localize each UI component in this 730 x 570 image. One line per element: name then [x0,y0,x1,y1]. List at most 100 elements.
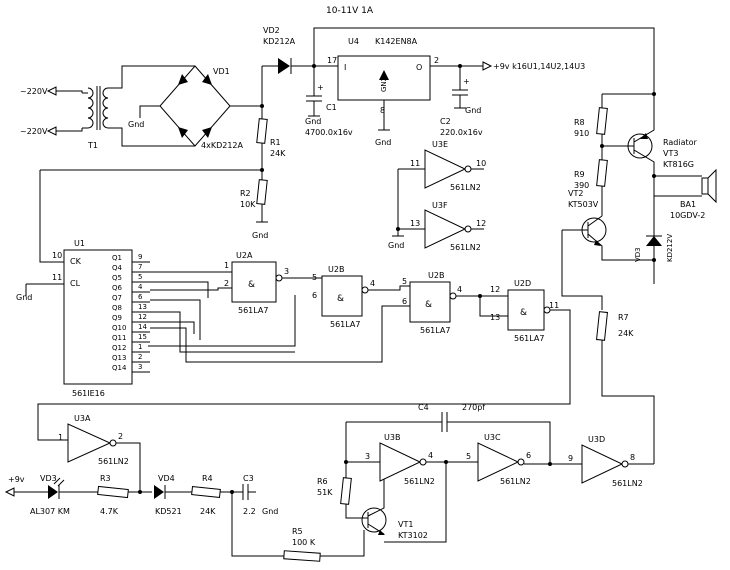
plus9v-label: +9v k16U1,14U2,14U3 [493,62,585,71]
svg-text:270pf: 270pf [462,403,485,412]
vt2-base-wire [561,230,603,310]
u1-output-label: Q4 [112,264,123,272]
svg-text:4: 4 [457,285,462,294]
svg-text:Gnd: Gnd [252,231,268,240]
vd2-diode: VD2 KD212A [262,26,338,74]
svg-text:C1: C1 [326,103,337,112]
resistor-r5: R5 100 K [283,527,365,562]
svg-text:11: 11 [410,159,420,168]
svg-text:6: 6 [312,291,317,300]
u1-pin-number: 1 [138,343,142,351]
ac-input-2-label: ~220V [20,127,48,136]
svg-text:R3: R3 [100,474,111,483]
u1-pin-number: 3 [138,363,142,371]
svg-text:R9: R9 [574,170,585,179]
transistor-vt2: VT2 KT503V [562,189,654,261]
junction [138,490,142,494]
capacitor-c3: C3 2.2 Gnd [242,474,278,516]
svg-text:11: 11 [549,301,559,310]
svg-text:24K: 24K [270,149,286,158]
transformer-t1: T1 [82,65,195,150]
vd2-label: VD2 [263,26,280,35]
svg-text:220.0x16v: 220.0x16v [440,128,483,137]
svg-text:24K: 24K [618,329,634,338]
svg-text:O: O [416,63,422,72]
svg-text:5: 5 [402,277,407,286]
svg-text:&: & [425,300,432,310]
svg-text:561LN2: 561LN2 [500,477,531,486]
svg-text:12: 12 [490,285,500,294]
resistor-r4: R4 24K [191,474,243,516]
svg-text:5: 5 [466,452,471,461]
resistor-r6: R6 51K [317,462,352,512]
nand-u2b-2: & U2B 5 6 4 561LA7 [402,271,462,335]
u1-output-label: Q10 [112,324,126,332]
ck-wire [39,170,64,263]
svg-text:U1: U1 [74,239,85,248]
u1-output-label: Q13 [112,354,126,362]
u1-output-label: Q14 [112,364,127,372]
svg-text:561LA7: 561LA7 [514,334,544,343]
svg-text:1: 1 [58,433,63,442]
svg-text:U2B: U2B [428,271,444,280]
svg-text:GNX: GNX [380,76,388,92]
svg-text:VT3: VT3 [663,149,678,158]
svg-text:561LN2: 561LN2 [450,243,481,252]
capacitor-c2: + Gnd C2 220.0x16v [440,66,483,137]
svg-text:17: 17 [327,56,337,65]
svg-text:AL307 KM: AL307 KM [30,507,70,516]
resistor-r1: R1 24K [256,112,286,170]
svg-text:3: 3 [284,267,289,276]
bridge-gnd-label: Gnd [128,120,144,129]
svg-text:2: 2 [118,432,123,441]
svg-text:8: 8 [380,106,385,115]
inverter-u3f: U3F 13 12 561LN2 [398,201,486,252]
resistor-r9: R9 390 [574,146,608,216]
nand-u2d: & U2D 12 13 11 561LA7 [490,279,559,343]
u1-pin-number: 2 [138,353,142,361]
u1-output-label: Q8 [112,304,122,312]
svg-text:VT1: VT1 [398,520,413,529]
svg-text:100 K: 100 K [292,538,316,547]
svg-text:561LN2: 561LN2 [404,477,435,486]
svg-text:KD521: KD521 [155,507,182,516]
svg-text:13: 13 [410,219,420,228]
svg-text:4.7K: 4.7K [100,507,119,516]
svg-text:1: 1 [224,261,229,270]
svg-text:3: 3 [365,452,370,461]
svg-text:&: & [520,308,527,318]
svg-text:561IE16: 561IE16 [72,389,105,398]
junction [478,294,482,298]
counter-u1: U1 561IE16 CK CL 10 11 [52,239,133,398]
svg-text:VD3: VD3 [634,247,642,262]
svg-text:51K: 51K [317,488,333,497]
capacitor-c4: C4 270pf [346,403,551,464]
svg-text:KT3102: KT3102 [398,531,428,540]
ac-input-2-arrow [46,126,57,136]
vd2-part-label: KD212A [263,37,296,46]
svg-text:11: 11 [52,273,62,282]
t1-label: T1 [87,141,98,150]
svg-text:5: 5 [312,273,317,282]
u1-pin-number: 13 [138,303,147,311]
u1-pin-number: 14 [138,323,147,331]
svg-text:R7: R7 [618,313,629,322]
svg-text:U2D: U2D [514,279,531,288]
svg-text:4: 4 [428,451,433,460]
ac-input-1-arrow [46,86,57,96]
u2b-u2d-wire [456,295,508,317]
resistor-r7: R7 24K [596,311,655,464]
u1-pin-number: 4 [138,283,143,291]
u3ef-gnd-label: Gnd [388,241,404,250]
vd1-part-label: 4xKD212A [201,141,244,150]
u1-pin-number: 5 [138,273,142,281]
svg-text:U3E: U3E [432,140,448,149]
rail-to-output-stage [313,27,655,94]
svg-text:VD3: VD3 [40,474,57,483]
c4-left-wire [345,422,380,463]
power-rating-label: 10-11V 1A [326,6,374,16]
svg-text:Gnd: Gnd [305,117,321,126]
svg-text:R6: R6 [317,477,328,486]
plus9v-left-label: +9v [8,475,25,484]
